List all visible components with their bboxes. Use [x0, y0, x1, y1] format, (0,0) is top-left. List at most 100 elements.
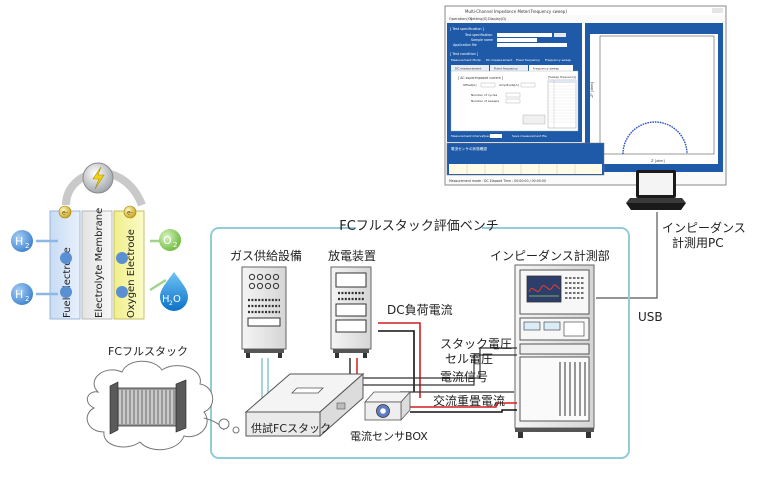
radio-sweep[interactable]: Frequency sweep: [545, 58, 571, 62]
h2-icon: [11, 283, 33, 305]
sensor-status-table: [449, 164, 602, 174]
sweeps-label: Number of sweeps: [471, 99, 499, 103]
cell-voltage-label: セル電圧: [445, 352, 493, 366]
sweeps-input[interactable]: [505, 98, 521, 104]
sweep-table-label: [Sweep frequency]: [548, 75, 576, 79]
ac-current-label: [ AC superimposed current ]: [458, 76, 503, 80]
proton-icon: [116, 286, 128, 298]
proton-icon: [60, 252, 72, 264]
usb-label: USB: [638, 310, 663, 324]
electron-icon: [58, 205, 72, 219]
h2-label-bottom: H: [15, 288, 23, 301]
h2-icon: [11, 230, 33, 252]
test-spec-browse-button[interactable]: [554, 33, 566, 37]
water-drop-icon: [160, 272, 188, 311]
measurement-interval-input[interactable]: [490, 134, 502, 138]
h2-sub-top: 2: [25, 242, 29, 250]
proton-icon: [60, 286, 72, 298]
test-spec-input[interactable]: [497, 33, 552, 37]
o2-icon: [159, 229, 181, 251]
section-test-condition: [ Test condition ]: [450, 52, 479, 56]
delete-frequency-button[interactable]: [522, 114, 546, 125]
stack-body: [113, 387, 181, 427]
electron-label-right: e-: [127, 210, 133, 217]
save-file-label: Save measurement file: [512, 134, 547, 138]
amplitude-label: Amplitude[A]: [499, 83, 519, 87]
fuel-electrode-label: Fuel Electrode: [62, 247, 73, 318]
cycles-input[interactable]: [505, 92, 521, 98]
application-label: Application file: [453, 43, 477, 47]
sensor-box-label: 電流センサBOX: [350, 429, 428, 443]
o2-label: O: [163, 234, 172, 247]
impedance-arc: [622, 121, 688, 155]
sample-name-input[interactable]: [497, 38, 537, 42]
h2-label-top: H: [15, 235, 23, 248]
nyquist-plot: [590, 34, 718, 164]
usb-cable: [596, 212, 658, 299]
tab-sweep[interactable]: [529, 65, 573, 71]
menu-setting[interactable]: Setting(S): [470, 17, 488, 21]
electrolyte-membrane: [81, 210, 113, 320]
menu-operation[interactable]: Operation(O): [449, 17, 473, 21]
cycles-label: Number of cycles: [471, 93, 498, 97]
membrane-label: Electrolyte Membrane: [94, 208, 105, 318]
discharge-label: 放電装置: [328, 248, 376, 263]
radio-fixed[interactable]: Fixed frequency: [516, 58, 540, 62]
software-screenshot: Multi-Channel Impedance Meter(Frequency …: [444, 5, 727, 186]
stack-voltage-label: スタック電圧: [440, 337, 512, 351]
fc-stack-label: 供試FCスタック: [251, 421, 331, 435]
stack-cloud: [86, 360, 240, 451]
tab-fixed-label: Fixed frequency: [494, 67, 518, 71]
proton-icon: [116, 252, 128, 264]
electron-label-left: e-: [62, 210, 68, 217]
laptop-icon: [626, 170, 686, 210]
radio-dc[interactable]: DC measurement: [486, 58, 513, 62]
lightning-icon: [92, 166, 105, 190]
oxygen-electrode-label: Oxygen Electrode: [126, 229, 137, 318]
impedance-unit-label: インピーダンス計測部: [490, 248, 610, 263]
sweep-frequency-table[interactable]: [547, 79, 577, 129]
electron-icon: [123, 205, 137, 219]
sample-name-label: Sample name: [471, 38, 493, 42]
fc-fullstack-caption: FCフルスタック: [108, 345, 188, 358]
sensor-status-title: 電流センサの状態確認: [451, 146, 487, 151]
menu-display[interactable]: Display(D): [488, 17, 507, 21]
ac-current-label: 交流重畳電流: [433, 393, 505, 408]
h2o-h: H: [162, 294, 170, 305]
h2-sub-bottom: 2: [25, 295, 29, 303]
tab-fixed[interactable]: [490, 65, 528, 71]
o2-sub: 2: [173, 241, 177, 249]
oxygen-electrode: [113, 210, 145, 320]
pc-label-line2: 計測用PC: [672, 235, 724, 250]
pc-label-line1: インピーダンス: [662, 220, 746, 235]
h2o-o: O: [173, 294, 181, 305]
tab-sweep-label: Frequency sweep: [533, 67, 559, 71]
dc-current-label: DC負荷電流: [387, 303, 453, 317]
status-bar: Measurement mode : DC Elapsed Time : 00:…: [449, 179, 546, 183]
gas-supply-rack: [241, 266, 287, 358]
measurement-interval-label: Measurement interval[sec]: [451, 134, 491, 138]
gas-supply-label: ガス供給設備: [230, 248, 302, 263]
discharge-unit-rack: [330, 266, 372, 358]
impedance-measurement-rack: [514, 264, 595, 438]
test-spec-label: Test specification: [464, 33, 492, 37]
current-signal-label: 電流信号: [440, 370, 488, 384]
tab-dc[interactable]: [451, 65, 489, 71]
h2o-sub: 2: [169, 300, 173, 307]
section-test-spec: [ Test specification ]: [450, 27, 485, 31]
window-title: Multi-Channel Impedance Meter(Frequency …: [465, 9, 567, 14]
offset-input[interactable]: [480, 82, 496, 88]
test-fc-stack: [244, 372, 365, 438]
bench-title: FCフルスタック評価ベンチ: [339, 219, 499, 234]
amplitude-input[interactable]: [520, 82, 536, 88]
tab-dc-label: DC measurement: [455, 67, 482, 71]
application-input[interactable]: [497, 43, 567, 47]
fuel-electrode: [49, 210, 81, 320]
plot-x-label: Z' [ohm]: [651, 159, 665, 163]
current-sensor-box: [364, 390, 411, 422]
plot-y-label: -Z'' [ohm]: [590, 82, 594, 98]
window-close-button[interactable]: [712, 8, 723, 13]
measurement-mode-label: Measurement Mode: [451, 58, 481, 62]
offset-label: Offset[A]: [463, 83, 476, 87]
